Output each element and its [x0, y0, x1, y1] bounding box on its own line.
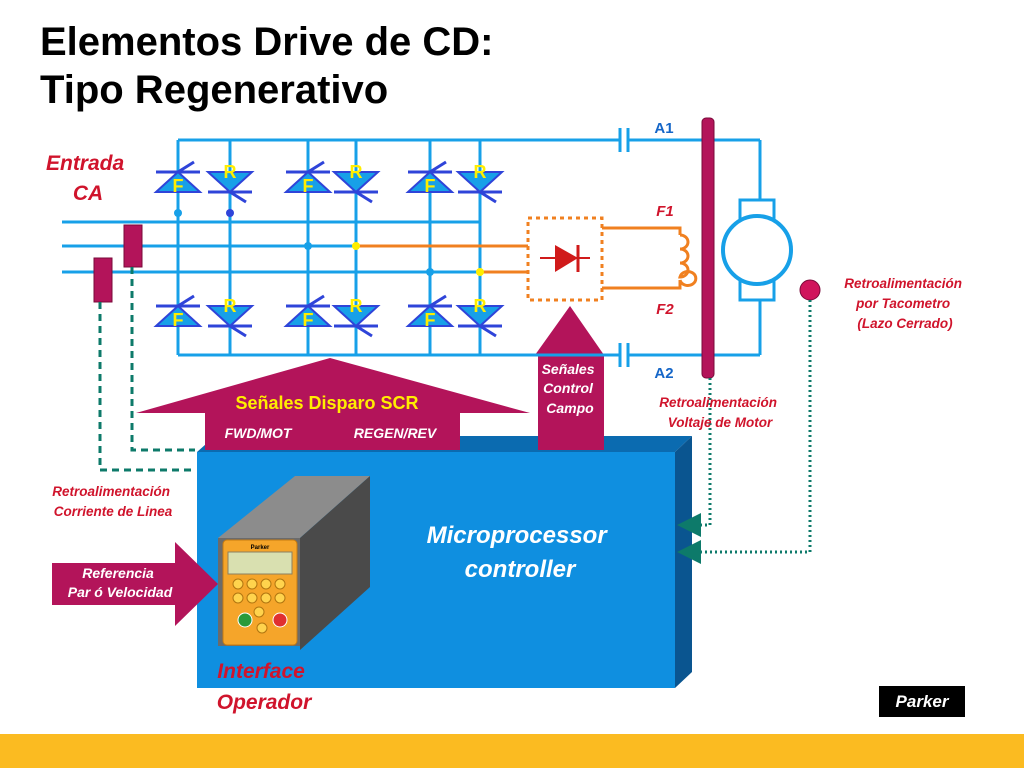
- title-line-2: Tipo Regenerativo: [40, 68, 389, 112]
- operator-keypad: Parker: [218, 476, 370, 650]
- svg-text:Referencia Par ó Velocid: Referencia Par ó Velocidad: [68, 565, 173, 600]
- dc-motor: [721, 198, 793, 302]
- tachometer-sensor: [799, 279, 821, 301]
- thyristor-label: R: [224, 162, 237, 182]
- forward-thyristor: F: [153, 294, 203, 330]
- svg-text:Señales Control Ca: Señales Control Campo: [542, 361, 599, 416]
- reverse-thyristor: R: [205, 296, 255, 338]
- svg-text:Señales Disparo SCR: Señales Disparo SCR: [235, 393, 418, 413]
- svg-text:Microprocessor controlle: Microprocessor controller: [427, 522, 614, 583]
- thyristor-bridge: F R F R F R F R F R F R: [153, 160, 505, 338]
- scr-firing-arrow: Señales Disparo SCR FWD/MOT REGEN/REV: [136, 358, 530, 450]
- voltage-feedback-bar: [701, 117, 715, 379]
- thyristor-label: F: [425, 176, 436, 196]
- thyristor-label: R: [224, 296, 237, 316]
- label-f1: F1: [656, 203, 674, 220]
- field-control-arrow: Señales Control Campo: [535, 306, 604, 450]
- voltage-feedback-label: Retroalimentación Voltaje de Motor: [659, 395, 781, 430]
- label-a2: A2: [654, 365, 673, 382]
- title-line-1: Elementos Drive de CD:: [40, 20, 494, 64]
- input-label: Entrada CA: [46, 152, 130, 205]
- forward-thyristor: F: [153, 160, 203, 196]
- reverse-thyristor: R: [455, 162, 505, 204]
- forward-thyristor: F: [405, 160, 455, 196]
- tach-feedback-label: Retroalimentación por Tacometro (Lazo Ce…: [844, 276, 966, 331]
- current-sensor-2: [93, 257, 113, 303]
- thyristor-label: R: [474, 162, 487, 182]
- page-title: Elementos Drive de CD: Tipo Regenerativo: [40, 18, 493, 114]
- thyristor-label: F: [425, 310, 436, 330]
- reference-arrow: Referencia Par ó Velocidad: [52, 542, 218, 626]
- field-circuit: [356, 216, 698, 302]
- reverse-thyristor: R: [331, 162, 381, 204]
- thyristor-label: F: [173, 310, 184, 330]
- thyristor-label: F: [303, 310, 314, 330]
- parker-logo: Parker: [879, 686, 965, 717]
- controller-label-1: Microprocessor: [427, 522, 609, 549]
- junction-dots: [174, 209, 484, 276]
- current-sensor-1: [123, 224, 143, 268]
- feedback-lines: [98, 267, 812, 564]
- label-a1: A1: [654, 120, 673, 137]
- thyristor-label: R: [350, 296, 363, 316]
- forward-thyristor: F: [283, 160, 333, 196]
- reverse-thyristor: R: [331, 296, 381, 338]
- thyristor-label: R: [350, 162, 363, 182]
- footer-bar: [0, 734, 1024, 768]
- keypad-brand: Parker: [251, 545, 270, 551]
- thyristor-label: R: [474, 296, 487, 316]
- forward-thyristor: F: [405, 294, 455, 330]
- forward-thyristor: F: [283, 294, 333, 330]
- reverse-thyristor: R: [205, 162, 255, 204]
- controller-label-2: controller: [465, 556, 577, 583]
- thyristor-label: F: [303, 176, 314, 196]
- thyristor-label: F: [173, 176, 184, 196]
- operator-label: Interface Operador: [217, 660, 313, 714]
- svg-text:FWD/MOT: FWD/MOT: [225, 425, 293, 441]
- label-f2: F2: [656, 301, 674, 318]
- reverse-thyristor: R: [455, 296, 505, 338]
- svg-text:REGEN/REV: REGEN/REV: [354, 425, 438, 441]
- current-feedback-label: Retroalimentación Corriente de Linea: [52, 484, 174, 519]
